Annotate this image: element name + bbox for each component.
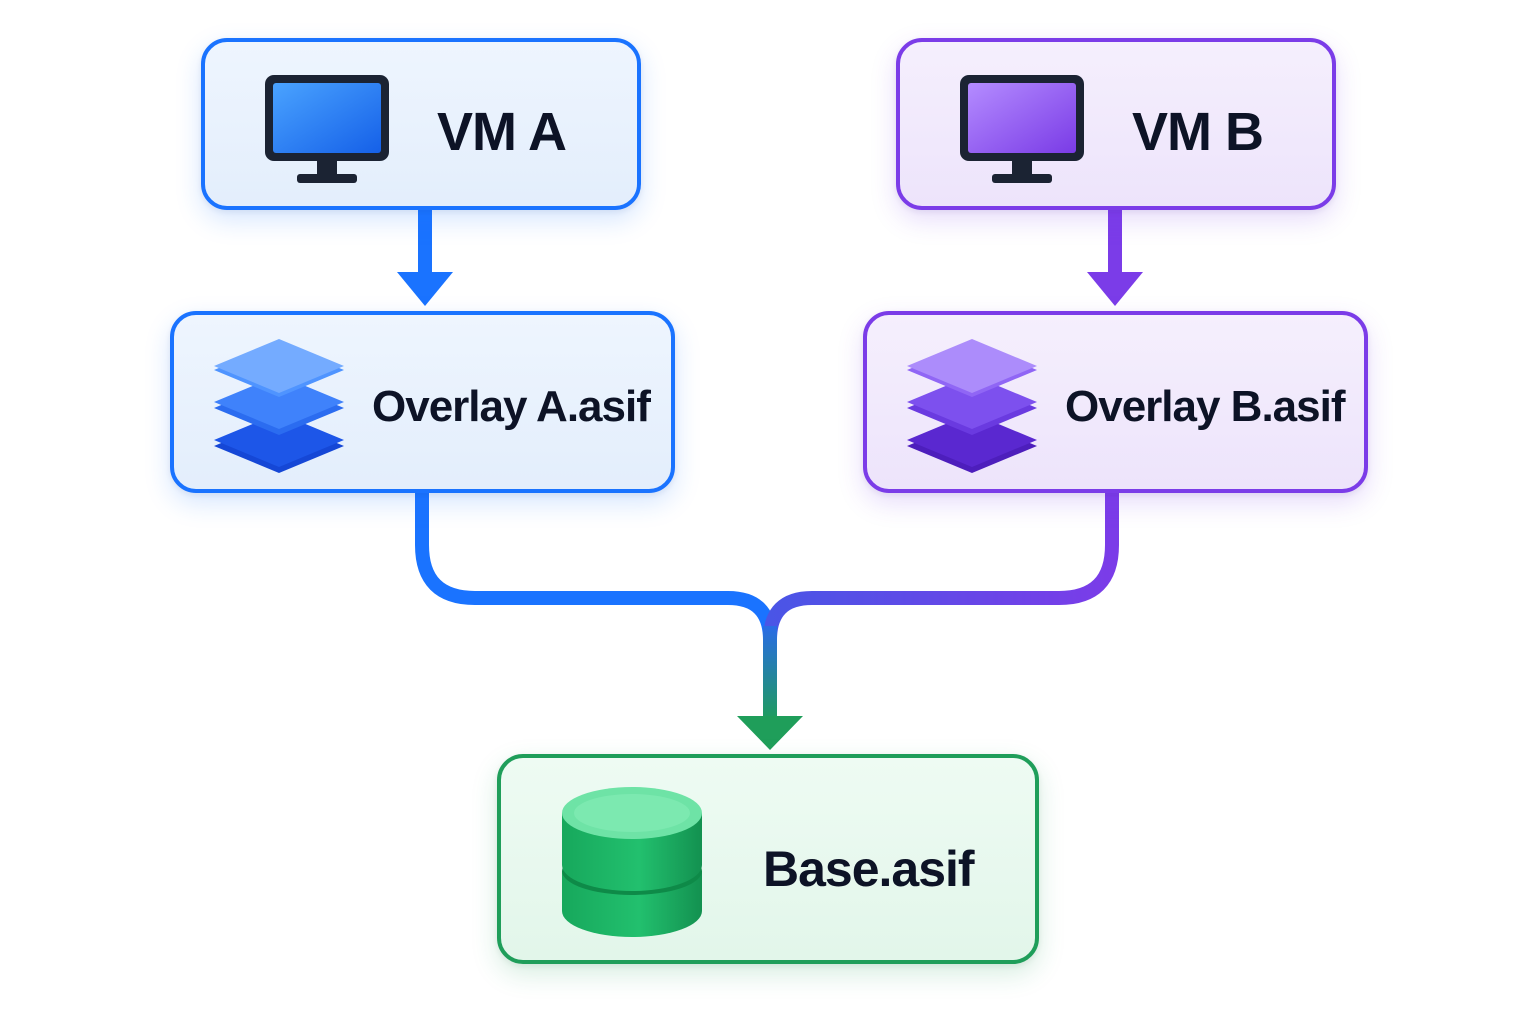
node-label: Base.asif [763,841,975,897]
edge-merge-to-base [737,626,803,750]
database-icon [562,787,702,937]
arrowhead [737,716,803,750]
layers-icon [214,339,344,473]
node-overlay-b: Overlay B.asif [863,311,1368,493]
edge-overlay-b-to-base [763,493,1119,641]
layers-icon [907,339,1037,473]
arrowhead [1087,272,1143,306]
node-label: Overlay B.asif [1065,382,1345,431]
node-label: VM A [437,102,567,162]
monitor-icon [960,75,1084,183]
edge-vm-a-to-overlay-a [397,210,453,306]
monitor-icon [265,75,389,183]
node-vm-a: VM A [201,38,641,210]
edge-overlay-a-to-base [415,493,777,641]
edge-vm-b-to-overlay-b [1087,210,1143,306]
node-base: Base.asif [497,754,1039,964]
node-label: VM B [1132,102,1264,162]
node-overlay-a: Overlay A.asif [170,311,675,493]
node-vm-b: VM B [896,38,1336,210]
node-label: Overlay A.asif [372,382,651,431]
arrowhead [397,272,453,306]
